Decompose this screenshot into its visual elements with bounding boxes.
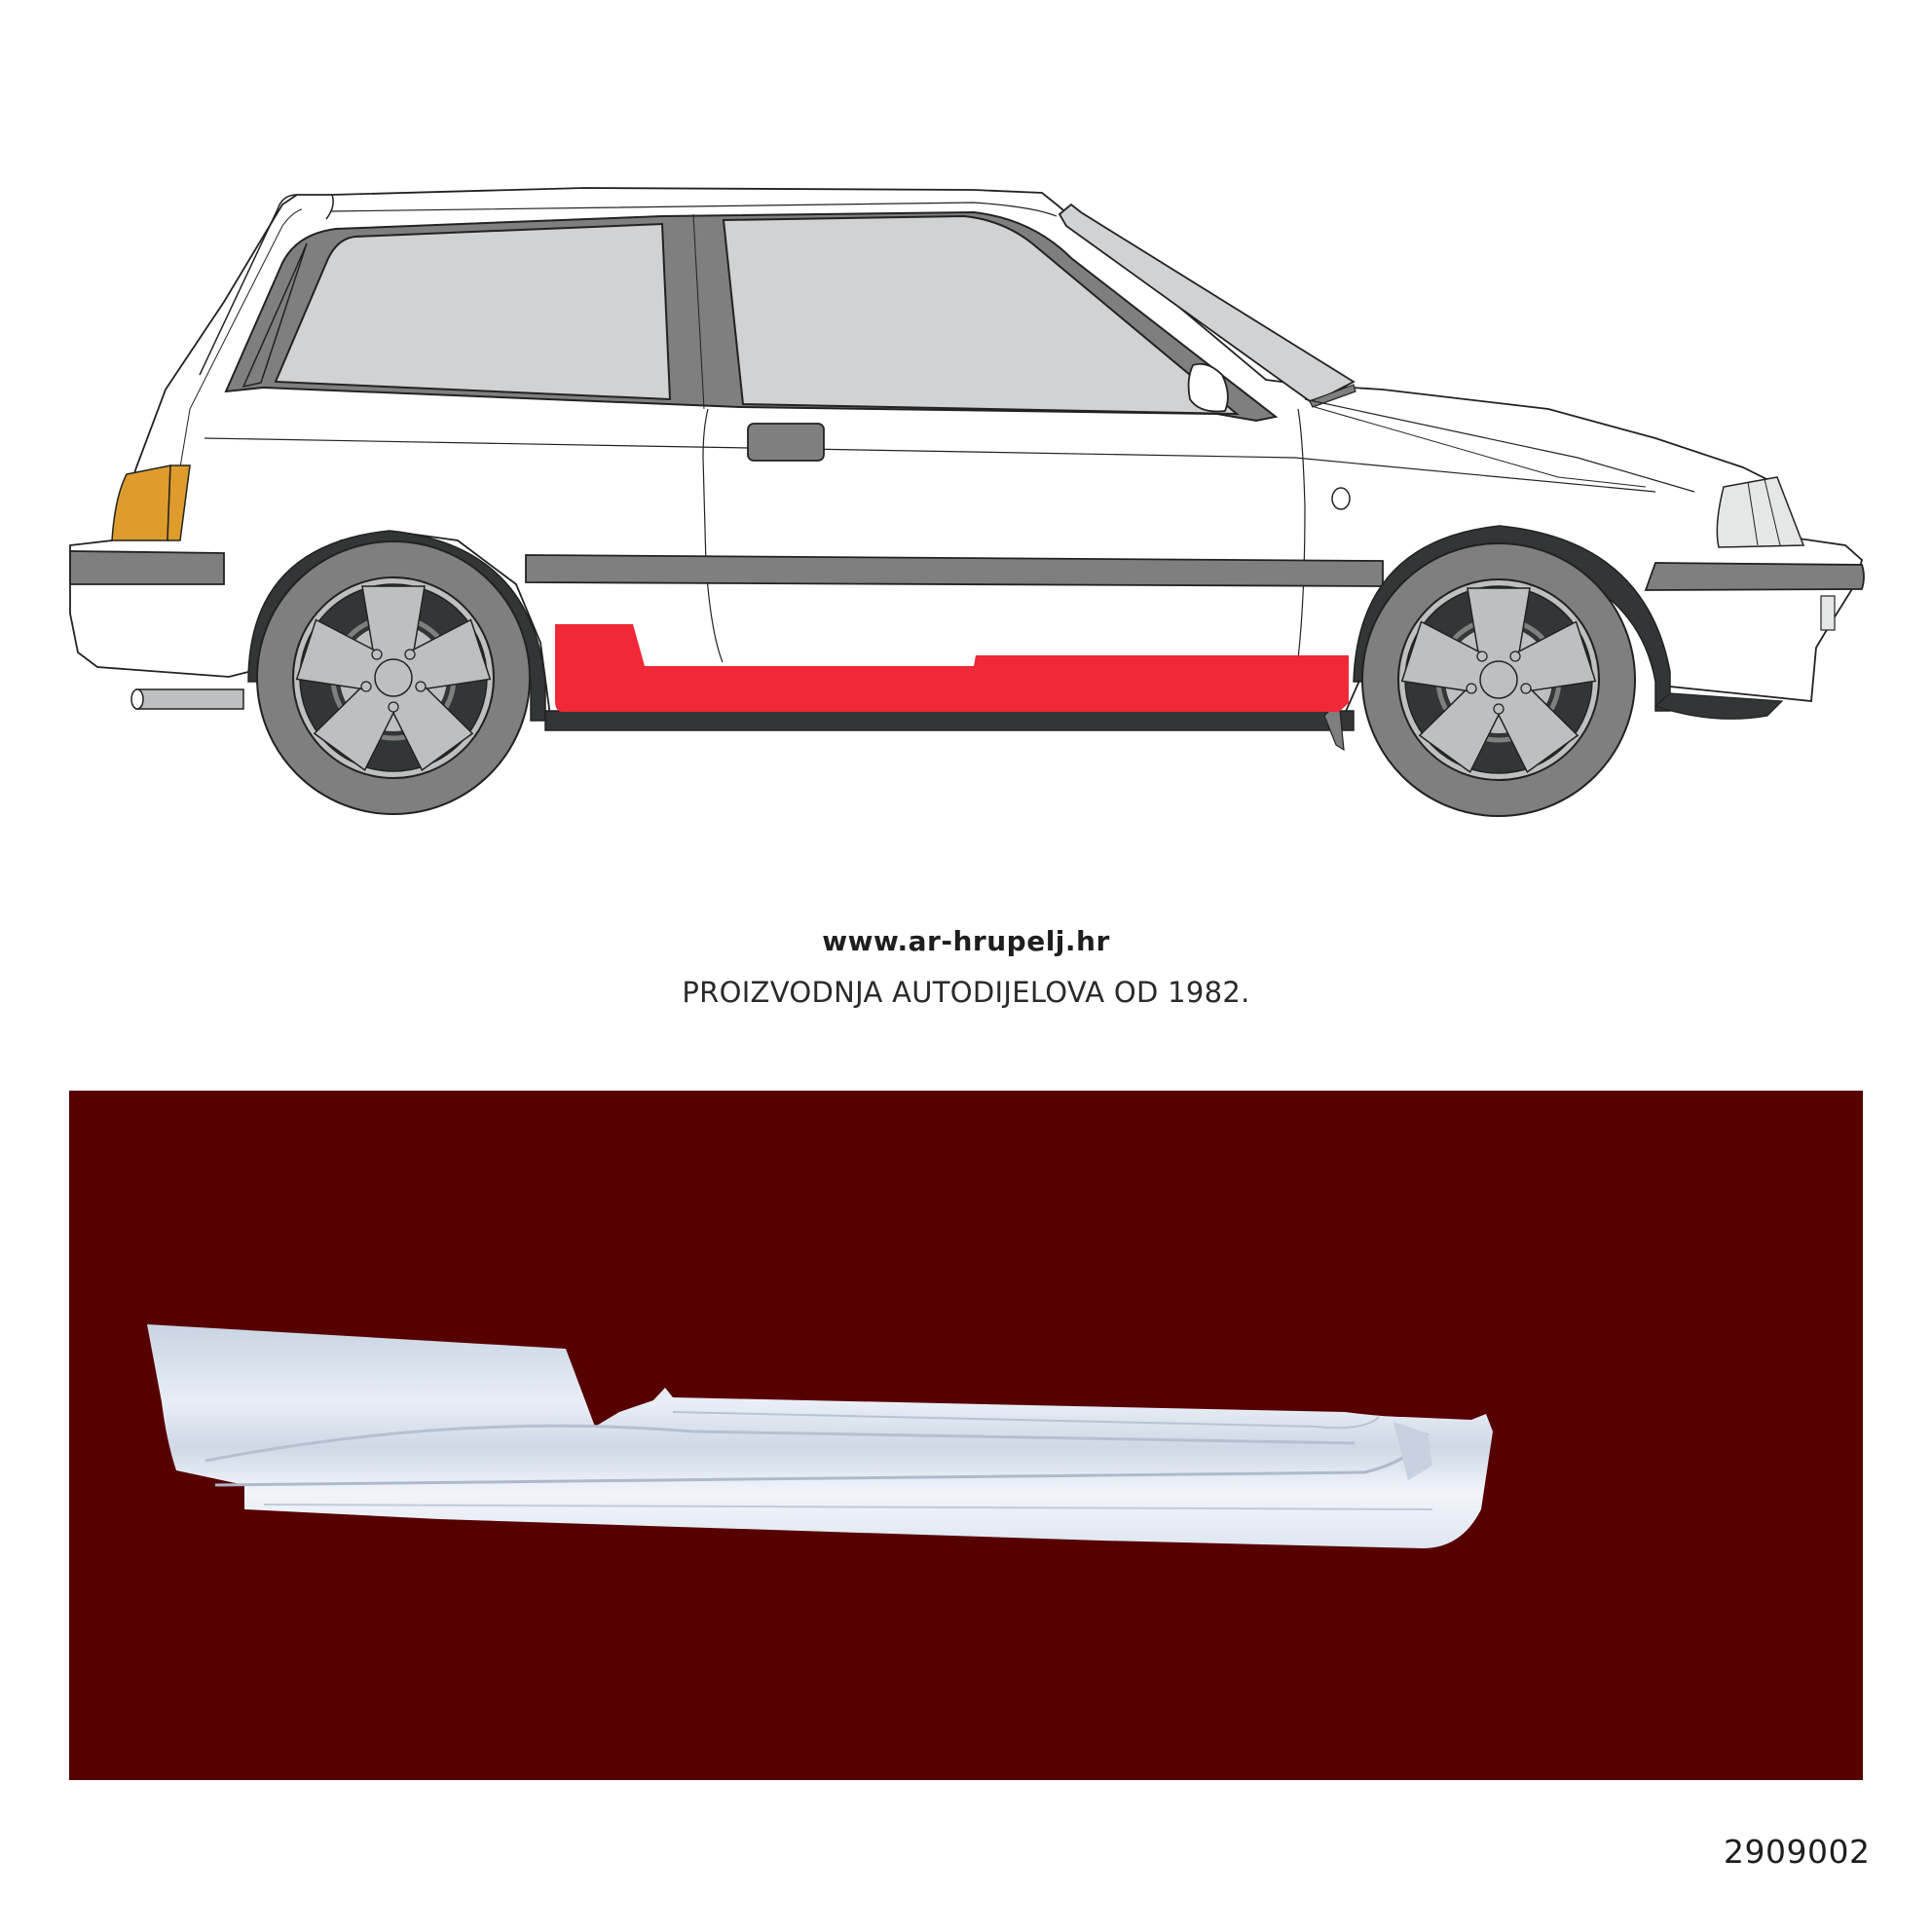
headlight [1716, 476, 1805, 548]
website-url[interactable]: www.ar-hrupelj.hr [822, 925, 1110, 957]
windshield [1058, 203, 1356, 403]
front-wheel [1362, 543, 1635, 816]
product-photo [69, 1091, 1863, 1780]
company-tagline: PROIZVODNJA AUTODIJELOVA OD 1982. [682, 976, 1250, 1009]
rocker-panel-part [147, 1324, 1493, 1548]
part-number: 2909002 [1724, 1833, 1871, 1871]
side-mirror [1187, 362, 1229, 413]
fuel-cap [1331, 487, 1351, 510]
taillight [111, 464, 171, 541]
rear-quarter-window [274, 222, 672, 401]
highlighted-rocker-panel [555, 624, 1349, 712]
side-stripe [69, 550, 225, 585]
door-window [722, 214, 1240, 416]
door-handle [747, 423, 825, 462]
car-illustration [69, 187, 1865, 876]
exhaust-pipe [135, 688, 244, 710]
rear-wheel [257, 541, 530, 814]
